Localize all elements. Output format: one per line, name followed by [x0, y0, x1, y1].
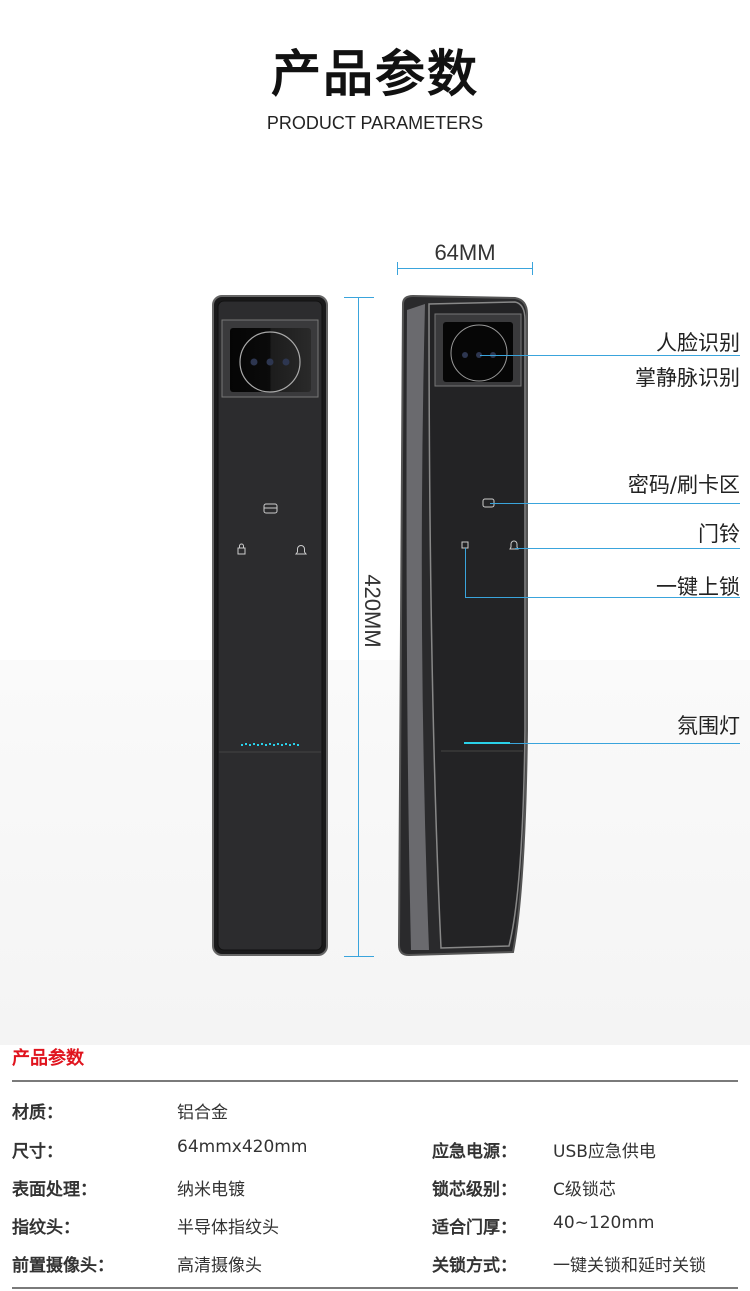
spec-value: 40~120mm: [553, 1213, 655, 1233]
feature-label-doorbell: 门铃: [698, 522, 740, 546]
callout-line: [480, 355, 740, 356]
width-dimension-line: [397, 268, 533, 269]
spec-value: USB应急供电: [553, 1142, 656, 1162]
feature-label-face: 人脸识别: [656, 331, 740, 355]
spec-key: 指纹头：: [12, 1218, 80, 1238]
callout-line: [465, 548, 466, 597]
divider: [12, 1080, 738, 1082]
lock-front-view: [212, 295, 328, 956]
feature-label-ambient-light: 氛围灯: [677, 714, 740, 738]
callout-line: [515, 548, 740, 549]
led-strip: [464, 742, 510, 744]
feature-label-password-card: 密码/刷卡区: [627, 473, 740, 497]
specs-title: 产品参数: [12, 1048, 84, 1069]
bell-icon: [295, 545, 307, 555]
feature-label-one-key-lock: 一键上锁: [656, 575, 740, 599]
spec-value: 一键关锁和延时关锁: [553, 1256, 706, 1276]
page-title: 产品参数: [271, 45, 479, 103]
callout-line: [510, 743, 740, 744]
callout-line: [465, 597, 740, 598]
card-icon: [263, 503, 278, 514]
spec-key: 前置摄像头：: [12, 1256, 114, 1276]
spec-key: 适合门厚：: [432, 1218, 517, 1238]
divider: [12, 1287, 738, 1289]
height-dimension-label: 420MM: [360, 574, 385, 648]
lock-icon: [237, 543, 246, 555]
spec-value: 高清摄像头: [177, 1256, 262, 1276]
dimension-cap: [397, 262, 398, 275]
spec-key: 应急电源：: [432, 1142, 517, 1162]
spec-key: 尺寸：: [12, 1142, 63, 1162]
spec-key: 材质：: [12, 1103, 63, 1123]
feature-label-palm-vein: 掌静脉识别: [635, 366, 740, 390]
page-subtitle: PRODUCT PARAMETERS: [266, 113, 484, 133]
spec-key: 关锁方式：: [432, 1256, 517, 1276]
spec-value: 纳米电镀: [177, 1180, 245, 1200]
dimension-cap: [532, 262, 533, 275]
callout-line: [490, 503, 740, 504]
background-band: [0, 660, 750, 1045]
spec-key: 表面处理：: [12, 1180, 97, 1200]
spec-value: 64mmx420mm: [177, 1137, 308, 1157]
spec-key: 锁芯级别：: [432, 1180, 517, 1200]
spec-value: C级锁芯: [553, 1180, 616, 1200]
lock-side-view: [397, 294, 528, 957]
led-strip: [241, 743, 299, 746]
width-dimension-label: 64MM: [434, 240, 496, 265]
bell-icon: [509, 540, 519, 550]
dimension-cap: [344, 297, 374, 298]
spec-value: 半导体指纹头: [177, 1218, 279, 1238]
spec-value: 铝合金: [177, 1103, 228, 1123]
height-dimension-line: [358, 297, 359, 956]
dimension-cap: [344, 956, 374, 957]
